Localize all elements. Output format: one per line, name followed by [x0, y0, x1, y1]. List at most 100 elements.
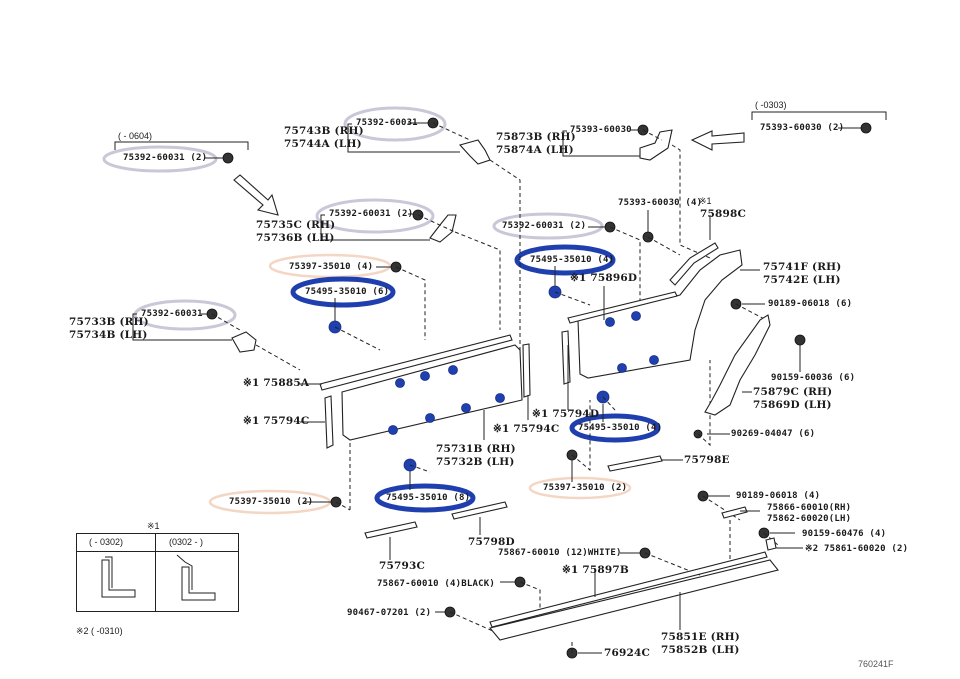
label-75393-60030-top-right[interactable]: 75393-60030 (2) [760, 123, 845, 133]
panel-clip [617, 363, 627, 373]
label-75393-60030-75873[interactable]: 75393-60030 [570, 125, 632, 135]
label-75392-60031-75743[interactable]: 75392-60031 [356, 118, 418, 128]
bracket-range-top-left: ( - 0604) [118, 131, 153, 141]
part-75896D-strip [567, 291, 678, 324]
label-75735C[interactable]: 75735C (RH) [256, 219, 336, 231]
highlight-grey-mid [492, 212, 604, 240]
part-75879C-flare-brace [704, 314, 771, 416]
label-75495-35010-4-bottom[interactable]: 75495-35010 (4) [578, 423, 663, 433]
label-75732B[interactable]: 75732B (LH) [436, 456, 515, 468]
label-75898C[interactable]: 75898C [700, 208, 747, 220]
label-75867-60010-black[interactable]: 75867-60010 (4)BLACK) [377, 579, 495, 589]
label-75798E[interactable]: 75798E [684, 454, 730, 466]
label-90189-06018-4[interactable]: 90189-06018 (4) [736, 491, 821, 501]
label-75744A[interactable]: 75744A (LH) [284, 138, 362, 150]
arrow-down-right [233, 174, 279, 216]
part-75861-cover [765, 537, 777, 551]
part-75798D-strip [451, 501, 508, 520]
label-75733B[interactable]: 75733B (RH) [69, 316, 149, 328]
panel-clip [420, 371, 430, 381]
label-75392-60031-75735[interactable]: 75392-60031 (2) [329, 209, 414, 219]
profile-late-icon [176, 554, 216, 601]
legend-title: ※1 [147, 521, 160, 531]
highlight-blue-75495-6 [290, 276, 396, 308]
label-75794C-left[interactable]: ※1 75794C [243, 415, 310, 427]
label-75392-60031-top-left[interactable]: 75392-60031 (2) [123, 153, 208, 163]
legend-note2: ※2 ( -0310) [76, 626, 123, 636]
label-75862-60020[interactable]: 75862-60020(LH) [767, 514, 852, 524]
label-75397-35010-2-left[interactable]: 75397-35010 (2) [229, 497, 314, 507]
label-75392-60031-mid[interactable]: 75392-60031 (2) [502, 221, 587, 231]
part-75873-bracket [639, 129, 673, 161]
part-75793C-strip [364, 521, 418, 539]
part-right-rear-moulding [577, 249, 743, 379]
bracket-75743 [347, 123, 460, 153]
label-75731B[interactable]: 75731B (RH) [436, 443, 516, 455]
panel-clip [495, 393, 505, 403]
bracket-75873 [562, 130, 640, 157]
legend-profile-icons [101, 554, 216, 601]
leader-lines [201, 122, 861, 654]
part-left-door-moulding [341, 344, 523, 441]
label-75861-60020[interactable]: ※2 75861-60020 (2) [805, 544, 909, 554]
label-75798D[interactable]: 75798D [468, 536, 515, 548]
label-75874A[interactable]: 75874A (LH) [496, 144, 574, 156]
label-75495-35010-8[interactable]: 75495-35010 (8) [386, 493, 471, 503]
legend-table: ( - 0302) (0302 - ) [76, 533, 239, 612]
label-75793C[interactable]: 75793C [379, 560, 426, 572]
label-75397-35010-2-right[interactable]: 75397-35010 (2) [543, 483, 628, 493]
highlight-grey-75743 [343, 106, 447, 142]
panel-clip [461, 403, 471, 413]
panel-clip [605, 317, 615, 327]
bracket-top-right [751, 111, 887, 120]
panel-clip [631, 311, 641, 321]
label-90189-06018-6[interactable]: 90189-06018 (6) [768, 299, 853, 309]
label-75392-60031-75733[interactable]: 75392-60031 [141, 309, 203, 319]
label-90159-60476[interactable]: 90159-60476 (4) [802, 529, 887, 539]
part-75733-bracket [231, 331, 257, 353]
legend-col2-header: (0302 - ) [169, 537, 204, 547]
label-75869D[interactable]: 75869D (LH) [753, 399, 832, 411]
label-75879C[interactable]: 75879C (RH) [753, 386, 833, 398]
label-75736B[interactable]: 75736B (LH) [256, 232, 335, 244]
label-75742E[interactable]: 75742E (LH) [763, 274, 841, 286]
label-75794C-mid[interactable]: ※1 75794C [493, 423, 560, 435]
label-90269-04047[interactable]: 90269-04047 (6) [731, 429, 816, 439]
bracket-top-left [114, 141, 249, 150]
clip-top-right [860, 122, 872, 134]
label-75873B[interactable]: 75873B (RH) [496, 131, 576, 143]
bracket-75733 [132, 313, 232, 341]
legend-col1-header: ( - 0302) [89, 537, 124, 547]
part-75794C-mid-cap [522, 343, 531, 398]
label-75743B[interactable]: 75743B (RH) [284, 125, 364, 137]
label-75867-60010-white[interactable]: 75867-60010 (12)WHITE) [498, 548, 622, 558]
label-75393-60030-4[interactable]: 75393-60030 (4) [618, 198, 703, 208]
label-75794D[interactable]: ※1 75794D [532, 408, 600, 420]
figure-code: 760241F [858, 659, 894, 669]
label-75866-60010[interactable]: 75866-60010(RH) [767, 503, 852, 513]
label-75734B[interactable]: 75734B (LH) [69, 329, 148, 341]
label-75741F[interactable]: 75741F (RH) [763, 261, 842, 273]
label-75495-35010-6[interactable]: 75495-35010 (6) [305, 287, 390, 297]
label-75495-35010-4-top[interactable]: 75495-35010 (4) [530, 255, 615, 265]
label-75897B[interactable]: ※1 75897B [562, 564, 629, 576]
label-75885A[interactable]: ※1 75885A [243, 377, 310, 389]
label-75397-35010-4[interactable]: 75397-35010 (4) [289, 262, 374, 272]
note1-mark-75898C: ※1 [699, 196, 712, 206]
label-75852B[interactable]: 75852B (LH) [661, 644, 740, 656]
highlight-grey-75733 [133, 299, 237, 331]
label-90467-07201[interactable]: 90467-07201 (2) [347, 608, 432, 618]
part-left-end-cap [324, 395, 334, 449]
part-75794D-cap [561, 330, 571, 385]
part-75885A-strip [319, 334, 513, 391]
label-75851E[interactable]: 75851E (RH) [661, 631, 740, 643]
legend-divider [155, 534, 156, 611]
panel-clip [649, 355, 659, 365]
highlight-blue-75495-4-bottom [569, 413, 661, 443]
label-75896D[interactable]: ※1 75896D [570, 272, 638, 284]
label-90159-60036[interactable]: 90159-60036 (6) [771, 373, 856, 383]
clip-top-left [222, 152, 234, 164]
panel-clip [448, 365, 458, 375]
label-76924C[interactable]: 76924C [604, 647, 651, 659]
